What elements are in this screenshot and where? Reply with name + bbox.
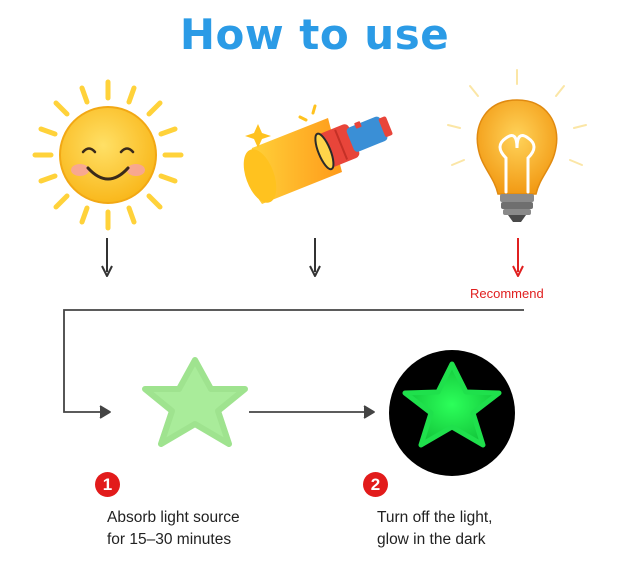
step-number-badge: 1 — [95, 472, 120, 497]
sun-icon — [32, 79, 184, 231]
step-2-text: Turn off the light, glow in the dark — [377, 507, 492, 551]
light-bulb-icon — [447, 69, 587, 222]
charging-star-icon — [142, 357, 248, 447]
step-1-text: Absorb light source for 15–30 minutes — [107, 507, 240, 551]
step-1-line-2: for 15–30 minutes — [107, 531, 232, 548]
step-2-line-2: glow in the dark — [377, 531, 486, 548]
step-1-line-1: Absorb light source — [107, 509, 240, 526]
glowing-star-icon — [389, 350, 515, 476]
down-arrow-recommend-icon — [512, 238, 524, 277]
right-arrow-icon — [249, 405, 375, 419]
flashlight-icon — [243, 104, 393, 204]
connector-line — [63, 309, 524, 419]
step-number-badge: 2 — [363, 472, 388, 497]
step-2-line-1: Turn off the light, — [377, 509, 493, 526]
page-title: How to use — [179, 10, 450, 59]
down-arrow-icon — [101, 238, 113, 277]
down-arrow-icon — [309, 238, 321, 277]
recommend-label: Recommend — [470, 286, 544, 301]
